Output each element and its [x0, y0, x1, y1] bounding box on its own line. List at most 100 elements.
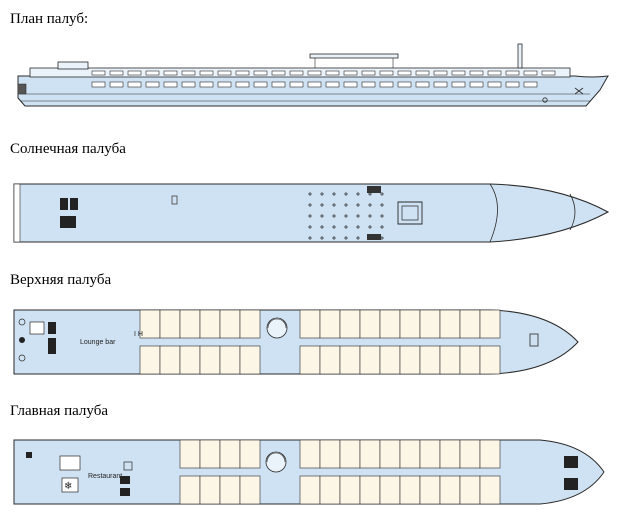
lounge-bar-label: Lounge bar — [80, 339, 116, 346]
cabin — [359, 475, 381, 505]
window — [91, 70, 106, 76]
window — [109, 70, 124, 76]
sun-deck-diagram — [13, 183, 610, 243]
window — [343, 70, 358, 76]
window — [487, 70, 502, 76]
cabin — [479, 475, 501, 505]
cabin — [419, 345, 441, 375]
window — [109, 81, 124, 88]
cabin — [179, 439, 201, 469]
cabin — [239, 345, 261, 375]
window — [163, 81, 178, 88]
cabin — [379, 309, 401, 339]
cabin — [219, 309, 241, 339]
cabin — [319, 309, 341, 339]
window — [289, 81, 304, 88]
deck-chair-icon — [320, 236, 324, 240]
cabin — [399, 345, 421, 375]
sun-deck-title: Солнечная палуба — [10, 141, 126, 157]
deck-chair-icon — [308, 203, 312, 207]
window — [217, 81, 232, 88]
cabin — [439, 439, 461, 469]
cabin — [299, 475, 321, 505]
window — [325, 70, 340, 76]
window — [487, 81, 502, 88]
window — [217, 70, 232, 76]
window — [199, 70, 214, 76]
cabin — [439, 345, 461, 375]
cabin — [359, 309, 381, 339]
cabin — [219, 475, 241, 505]
deck-chair-icon — [380, 192, 384, 196]
window — [127, 70, 142, 76]
lower-window-row — [91, 81, 538, 88]
window — [379, 81, 394, 88]
deck-chair-icon — [308, 236, 312, 240]
window — [181, 70, 196, 76]
cabin — [339, 309, 361, 339]
deck-chair-icon — [344, 203, 348, 207]
cabin — [179, 345, 201, 375]
cabin — [399, 309, 421, 339]
upper-window-row — [91, 70, 556, 76]
cabin — [379, 439, 401, 469]
deck-chair-icon — [332, 214, 336, 218]
deck-chair-icon — [368, 203, 372, 207]
cabin — [379, 475, 401, 505]
deck-chair-icon — [344, 192, 348, 196]
deck-chair-icon — [332, 203, 336, 207]
deck-chair-icon — [332, 225, 336, 229]
deck-plan-title: План палуб: — [10, 11, 89, 27]
window — [253, 81, 268, 88]
cabin — [319, 345, 341, 375]
cabin — [459, 345, 481, 375]
cabin — [399, 475, 421, 505]
window — [127, 81, 142, 88]
upper-deck-cabins — [139, 309, 501, 375]
upper-deck-title: Верхняя палуба — [10, 272, 112, 288]
cabin — [299, 439, 321, 469]
deck-chair-icon — [320, 192, 324, 196]
window — [145, 81, 160, 88]
svg-text:❄: ❄ — [64, 481, 72, 492]
restaurant-label: Restaurant — [88, 473, 122, 480]
cabin — [439, 475, 461, 505]
cabin — [339, 345, 361, 375]
cabin — [199, 345, 221, 375]
deck-chair-icon — [332, 236, 336, 240]
window — [397, 81, 412, 88]
window — [379, 70, 394, 76]
window — [235, 70, 250, 76]
window — [415, 70, 430, 76]
cabin — [379, 345, 401, 375]
upper-deck-diagram: Lounge bar I H — [13, 309, 579, 375]
window — [343, 81, 358, 88]
deck-chair-icon — [308, 192, 312, 196]
deck-chair-icon — [308, 214, 312, 218]
cabin — [139, 345, 161, 375]
main-deck-cabins — [179, 439, 501, 505]
deck-chair-icon — [320, 214, 324, 218]
cabin — [359, 439, 381, 469]
cabin — [239, 439, 261, 469]
deck-chair-icon — [356, 225, 360, 229]
svg-text:I H: I H — [134, 331, 143, 338]
main-deck-title: Главная палуба — [10, 403, 108, 419]
cabin — [139, 309, 161, 339]
deck-chair-icon — [344, 214, 348, 218]
cabin — [299, 345, 321, 375]
deck-chair-icon — [380, 203, 384, 207]
cabin — [339, 439, 361, 469]
cabin — [419, 439, 441, 469]
deck-chair-icon — [308, 225, 312, 229]
cabin — [239, 475, 261, 505]
deck-chair-icon — [356, 236, 360, 240]
deck-chair-icon — [320, 225, 324, 229]
window — [289, 70, 304, 76]
window — [199, 81, 214, 88]
window — [307, 81, 322, 88]
cabin — [459, 475, 481, 505]
window — [181, 81, 196, 88]
deck-chair-icon — [344, 236, 348, 240]
window — [145, 70, 160, 76]
